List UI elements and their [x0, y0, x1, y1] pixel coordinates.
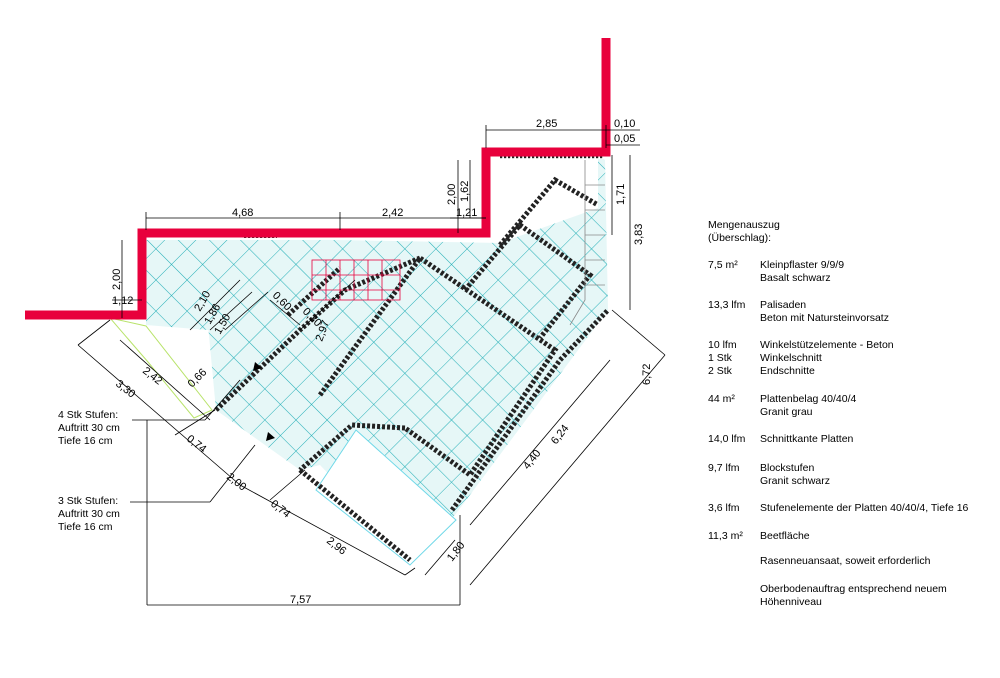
stairs-note-3: 3 Stk Stufen: Auftritt 30 cm Tiefe 16 cm: [58, 495, 120, 534]
dim-label: 6,24: [549, 423, 572, 447]
dim-label: 4,40: [521, 448, 544, 472]
dim-label: 1,71: [615, 184, 627, 205]
dim-label: 2,85: [536, 118, 557, 130]
step-elements: [569, 160, 605, 326]
arrow-icon: [266, 432, 275, 441]
dim-label: 3,30: [113, 378, 137, 401]
arrow-icon: [253, 362, 262, 371]
legend-title: Mengenauszug (Überschlag):: [708, 219, 780, 244]
palisade-walls: [25, 38, 611, 320]
dim-label: 4,68: [232, 207, 253, 219]
note-line: Auftritt 30 cm: [58, 508, 120, 520]
dim-label: 2,00: [224, 471, 248, 494]
dim-label: 2,00: [111, 269, 123, 290]
stairs-note-4: 4 Stk Stufen: Auftritt 30 cm Tiefe 16 cm: [58, 409, 120, 448]
dim-label: 2,00: [446, 184, 458, 205]
dim-label: 6,72: [641, 364, 653, 385]
dimension-lines: [77, 125, 666, 606]
dim-label: 0,74: [268, 498, 292, 521]
block-stones: [214, 176, 610, 562]
dim-label: 0,74: [184, 433, 208, 456]
dim-label: 1,80: [445, 540, 468, 564]
note-line: Auftritt 30 cm: [58, 422, 120, 434]
dim-label: 3,83: [633, 224, 645, 245]
stairs-grid: [311, 259, 401, 301]
dim-label: 1,21: [456, 207, 477, 219]
note-line: 3 Stk Stufen:: [58, 495, 119, 507]
bed-area: [108, 317, 457, 566]
dim-label: 1,62: [459, 181, 471, 202]
dim-label: 1,12: [112, 295, 133, 307]
dim-label: 0,10: [614, 118, 635, 130]
tiled-terrace: [146, 155, 608, 560]
dim-label: 2,42: [382, 207, 403, 219]
quantity-legend: Mengenauszug (Überschlag): 7,5 m² Kleinp…: [708, 219, 998, 608]
note-line: Tiefe 16 cm: [58, 521, 113, 533]
note-line: 4 Stk Stufen:: [58, 409, 119, 421]
dim-label: 7,57: [290, 594, 311, 606]
dim-label: 0,05: [614, 133, 635, 145]
dim-label: 2,96: [324, 535, 348, 558]
direction-arrows: [253, 362, 275, 441]
note-line: Tiefe 16 cm: [58, 435, 113, 447]
